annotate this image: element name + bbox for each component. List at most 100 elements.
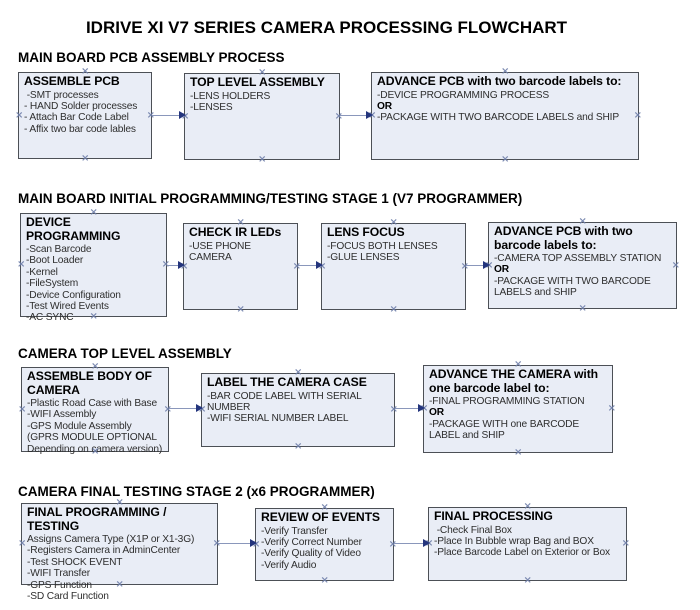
box-item: -BAR CODE LABEL WITH SERIAL NUMBER (207, 390, 364, 413)
box-title: FINAL PROCESSING (434, 509, 553, 523)
box-item: OR (377, 100, 392, 112)
box-item: -Test Wired Events (26, 301, 109, 313)
box-title: ADVANCE PCB with two barcode labels to: (494, 224, 633, 252)
box-item: - Attach Bar Code Label (24, 112, 129, 124)
box-item: -GLUE LENSES (327, 251, 400, 263)
section-heading-pcb-assembly: MAIN BOARD PCB ASSEMBLY PROCESS (18, 50, 285, 65)
connection-handle-icon: × (292, 260, 301, 272)
connection-handle-icon: × (621, 538, 630, 549)
flow-box-device-programming: DEVICE PROGRAMMING -Scan Barcode-Boot Lo… (17, 208, 170, 324)
connection-handle-icon: × (388, 538, 397, 550)
box-item: -Check Final Box (434, 524, 512, 536)
flow-box-final-programming-testing: FINAL PROGRAMMING / TESTING Assigns Came… (18, 498, 221, 603)
box-items: -BAR CODE LABEL WITH SERIAL NUMBER-WIFI … (207, 391, 389, 425)
flow-box-assemble-body: ASSEMBLE BODY OF CAMERA -Plastic Road Ca… (18, 362, 172, 457)
box-item: -SMT processes (24, 89, 99, 101)
connection-handle-icon: × (258, 154, 267, 165)
box-item: -WIFI Assembly (27, 409, 97, 421)
box-item: -GPS Function (27, 579, 92, 591)
box-title: ADVANCE THE CAMERA with one barcode labe… (429, 367, 598, 395)
box-title: FINAL PROGRAMMING / TESTING (27, 505, 167, 533)
connection-handle-icon: × (389, 304, 398, 315)
box-items: -Scan Barcode-Boot Loader-Kernel-FileSys… (26, 244, 161, 324)
box-item: -Test SHOCK EVENT (27, 556, 123, 568)
box-item: -Device Configuration (26, 289, 121, 301)
connection-handle-icon: × (633, 110, 642, 121)
flow-box-lens-focus: LENS FOCUS -FOCUS BOTH LENSES-GLUE LENSE… (318, 218, 469, 315)
box-items: -FOCUS BOTH LENSES-GLUE LENSES (327, 241, 460, 264)
box-title: LENS FOCUS (327, 225, 405, 239)
flow-arrow-9 (394, 539, 430, 547)
box-item: -PACKAGE WITH one BARCODE LABEL and SHIP (429, 418, 582, 442)
flow-arrow-1 (152, 111, 186, 119)
box-item: -SD Card Function (27, 591, 109, 603)
box-item: -Scan Barcode (26, 244, 92, 255)
connection-handle-icon: × (501, 154, 510, 165)
box-item: -Verify Quality of Video (261, 548, 361, 560)
box-item: -Plastic Road Case with Base (27, 398, 157, 409)
box-item: -LENS HOLDERS (190, 90, 271, 102)
flow-box-final-processing: FINAL PROCESSING -Check Final Box-Place … (425, 502, 630, 586)
box-item: -Kernel (26, 266, 58, 278)
connection-handle-icon: × (523, 575, 532, 586)
flow-arrow-2 (340, 111, 373, 119)
connection-handle-icon: × (671, 259, 680, 271)
box-item: -FOCUS BOTH LENSES (327, 240, 438, 252)
flow-box-advance-pcb-two-labels: ADVANCE PCB with two barcode labels to: … (368, 67, 642, 165)
connection-handle-icon: × (212, 538, 221, 549)
box-item: Assigns Camera Type (X1P or X1-3G) (27, 534, 195, 545)
section-heading-final-testing-stage2: CAMERA FINAL TESTING STAGE 2 (x6 PROGRAM… (18, 484, 375, 499)
box-item: -GPS Module Assembly (27, 420, 132, 432)
box-item: -LENSES (190, 101, 233, 113)
box-item: -Place In Bubble wrap Bag and BOX (434, 535, 594, 547)
box-item: - HAND Solder processes (24, 100, 138, 112)
box-item: Depending on camera version) (27, 443, 163, 455)
box-item: -Verify Correct Number (261, 536, 362, 548)
box-title: REVIEW OF EVENTS (261, 510, 380, 524)
flow-arrow-3 (167, 261, 185, 269)
box-items: -Check Final Box-Place In Bubble wrap Ba… (434, 525, 621, 559)
flow-box-advance-camera-one-label: ADVANCE THE CAMERA with one barcode labe… (420, 360, 616, 458)
box-item: (GPRS MODULE OPTIONAL (27, 432, 157, 444)
box-item: -AC SYNC (26, 312, 74, 324)
flow-arrow-6 (169, 404, 203, 412)
connection-handle-icon: × (334, 110, 343, 122)
box-item: -USE PHONE CAMERA (189, 240, 254, 263)
box-item: -Registers Camera in AdminCenter (27, 545, 181, 557)
section-heading-camera-top-assembly: CAMERA TOP LEVEL ASSEMBLY (18, 346, 232, 361)
connection-handle-icon: × (294, 441, 303, 452)
box-items: -Verify Transfer-Verify Correct Number-V… (261, 526, 388, 572)
connection-handle-icon: × (18, 403, 27, 415)
box-item: -Boot Loader (26, 255, 84, 267)
box-items: -SMT processes- HAND Solder processes- A… (24, 90, 146, 136)
box-item: -Verify Audio (261, 559, 317, 571)
box-item: OR (429, 407, 444, 419)
connection-handle-icon: × (460, 260, 469, 272)
box-item: -Place Barcode Label on Exterior or Box (434, 547, 610, 559)
connection-handle-icon: × (514, 447, 523, 458)
box-item: -WIFI SERIAL NUMBER LABEL (207, 413, 349, 425)
box-item: - Affix two bar code lables (24, 123, 136, 135)
box-items: -Plastic Road Case with Base-WIFI Assemb… (27, 398, 163, 455)
box-title: LABEL THE CAMERA CASE (207, 375, 367, 389)
flow-arrow-7 (395, 404, 425, 412)
section-heading-programming-stage1: MAIN BOARD INITIAL PROGRAMMING/TESTING S… (18, 191, 523, 206)
connection-handle-icon: × (15, 109, 24, 121)
box-title: TOP LEVEL ASSEMBLY (190, 75, 325, 89)
connection-handle-icon: × (389, 404, 398, 415)
page-title: IDRIVE XI V7 SERIES CAMERA PROCESSING FL… (85, 18, 568, 37)
connection-handle-icon: × (163, 403, 172, 415)
box-item: -WIFI Transfer (27, 568, 90, 580)
box-item: -FINAL PROGRAMMING STATION (429, 396, 585, 407)
box-title: ASSEMBLE BODY OF CAMERA (27, 369, 152, 397)
flow-box-label-camera-case: LABEL THE CAMERA CASE -BAR CODE LABEL WI… (198, 368, 398, 452)
connection-handle-icon: × (236, 304, 245, 315)
connection-handle-icon: × (17, 259, 26, 270)
flow-arrow-8 (218, 539, 257, 547)
box-items: -USE PHONE CAMERA (189, 241, 292, 264)
box-items: Assigns Camera Type (X1P or X1-3G)-Regis… (27, 534, 212, 602)
connection-handle-icon: × (18, 538, 27, 549)
connection-handle-icon: × (607, 403, 616, 414)
